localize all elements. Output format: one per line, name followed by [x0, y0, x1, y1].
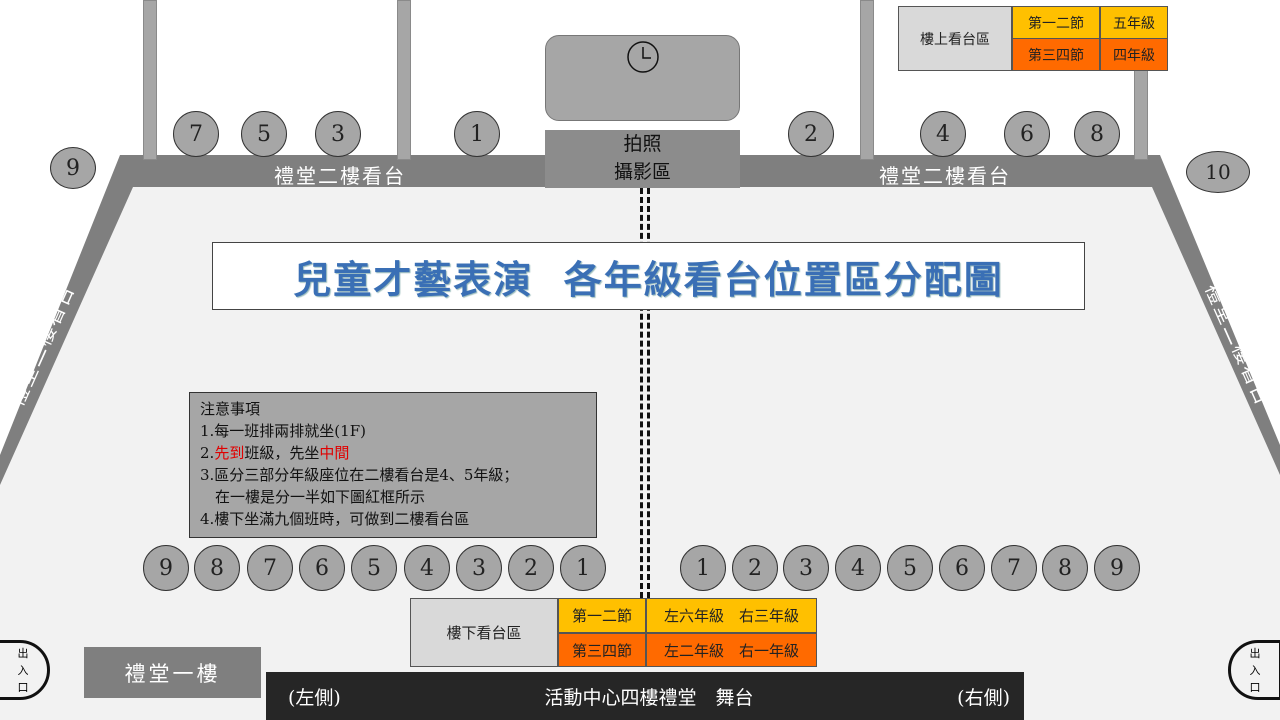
photo-area-line2: 攝影區 [613, 161, 671, 183]
seat-row: 5 [887, 545, 933, 591]
photo-area-line1: 拍照 [623, 133, 662, 155]
seat-top: 5 [241, 111, 287, 157]
exit-char: 口 [17, 680, 29, 694]
pillar [860, 0, 874, 160]
pillar [1134, 70, 1148, 160]
balcony-label-left: 禮堂二樓看台 [274, 163, 406, 188]
downstairs-label: 樓下看台區 [410, 598, 558, 667]
stage-left: (左側) [288, 686, 341, 709]
upstairs-grade-1: 五年級 [1100, 6, 1168, 39]
downstairs-period-2: 第三四節 [558, 633, 646, 667]
seat-corner: 10 [1186, 151, 1250, 193]
note-3a: 3.區分三部分年級座位在二樓看台是4、5年級； [200, 466, 519, 484]
clock-icon [627, 41, 659, 73]
balcony-label-right: 禮堂二樓看台 [879, 163, 1011, 188]
upstairs-period-1: 第一二節 [1012, 6, 1100, 39]
seat-row: 2 [732, 545, 778, 591]
upstairs-label: 樓上看台區 [898, 6, 1012, 71]
seat-row: 7 [991, 545, 1037, 591]
seat-row: 2 [508, 545, 554, 591]
seat-top: 1 [454, 111, 500, 157]
seat-row: 6 [939, 545, 985, 591]
downstairs-grade-1: 左六年級 右三年級 [646, 598, 817, 633]
exit-char: 口 [1249, 680, 1261, 694]
note-4: 4.樓下坐滿九個班時，可做到二樓看台區 [200, 510, 470, 528]
seat-top: 4 [920, 111, 966, 157]
upstairs-period-2: 第三四節 [1012, 38, 1100, 71]
seat-row: 1 [680, 545, 726, 591]
seat-row: 8 [194, 545, 240, 591]
exit-right[interactable]: 出入口 [1228, 640, 1280, 700]
upstairs-grade-2: 四年級 [1100, 38, 1168, 71]
center-divider [640, 188, 650, 598]
seat-row: 3 [783, 545, 829, 591]
downstairs-period-1: 第一二節 [558, 598, 646, 633]
exit-char: 入 [1249, 663, 1261, 677]
first-floor-label: 禮堂一樓 [84, 647, 261, 698]
notes-box: 注意事項 1.每一班排兩排就坐(1F) 2.先到班級，先坐中間 3.區分三部分年級座位… [189, 392, 597, 538]
pillar [143, 0, 157, 160]
exit-left[interactable]: 出入口 [0, 640, 50, 700]
seat-corner: 9 [50, 147, 96, 189]
downstairs-grade-2: 左二年級 右一年級 [646, 633, 817, 667]
exit-char: 入 [17, 663, 29, 677]
note-2-red: 中間 [319, 444, 350, 462]
seat-top: 6 [1004, 111, 1050, 157]
exit-char: 出 [1249, 646, 1261, 660]
seat-row: 4 [835, 545, 881, 591]
seat-row: 5 [351, 545, 397, 591]
stage-title: 活動中心四樓禮堂 舞台 [544, 686, 754, 709]
seat-row: 6 [299, 545, 345, 591]
seat-top: 3 [315, 111, 361, 157]
seat-top: 2 [788, 111, 834, 157]
note-2-num: 2. [200, 444, 215, 462]
seat-row: 4 [404, 545, 450, 591]
seat-top: 7 [173, 111, 219, 157]
note-2-red: 先到 [214, 444, 245, 462]
seat-row: 9 [1094, 545, 1140, 591]
seat-top: 8 [1074, 111, 1120, 157]
seat-row: 3 [456, 545, 502, 591]
notes-heading: 注意事項 [200, 400, 261, 418]
clock-area [545, 35, 740, 121]
seat-row: 7 [247, 545, 293, 591]
stage-right: (右側) [957, 686, 1010, 709]
seat-row: 8 [1042, 545, 1088, 591]
photo-area: 拍照 攝影區 [545, 130, 740, 188]
stage: (左側) 活動中心四樓禮堂 舞台 (右側) [266, 672, 1024, 720]
pillar [397, 0, 411, 160]
seat-row: 1 [560, 545, 606, 591]
note-1: 1.每一班排兩排就坐(1F) [200, 422, 366, 440]
note-2-text: 班級，先坐 [244, 444, 320, 462]
note-2: 2.先到班級，先坐中間 [200, 442, 586, 464]
seat-row: 9 [143, 545, 189, 591]
exit-char: 出 [17, 646, 29, 660]
page-title: 兒童才藝表演 各年級看台位置區分配圖 [212, 242, 1085, 310]
note-3b: 在一樓是分一半如下圖紅框所示 [200, 488, 426, 506]
